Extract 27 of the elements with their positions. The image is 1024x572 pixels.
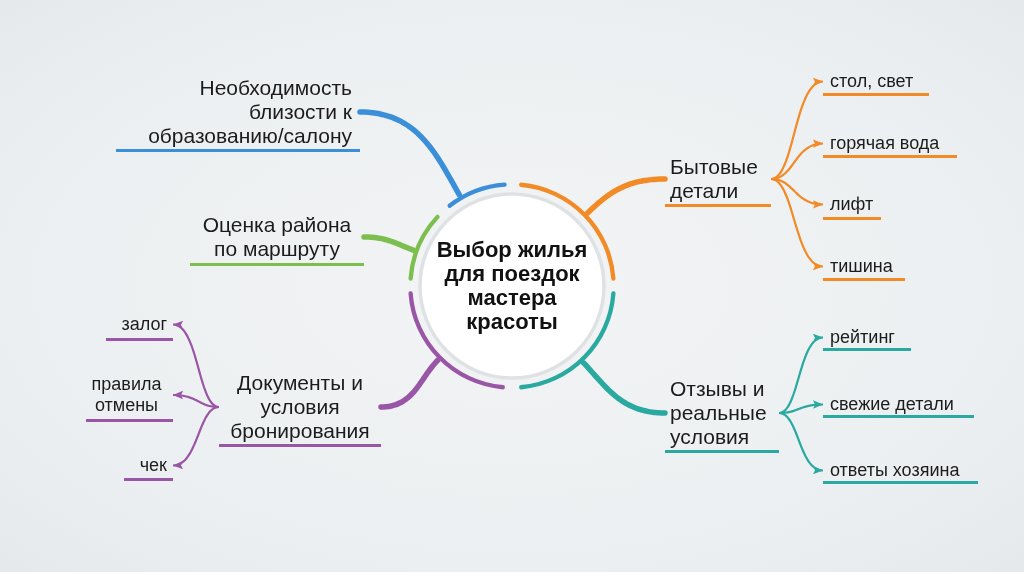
topic-label: Бытовые детали	[665, 155, 771, 207]
subtopic-label: правила отмены	[86, 374, 173, 422]
branch-connector	[580, 360, 668, 416]
subtopic-label: рейтинг	[823, 327, 911, 351]
arrow	[778, 333, 824, 415]
branch-connector	[357, 109, 463, 198]
topic-label: Документы и условия бронирования	[219, 371, 381, 447]
arrow	[770, 77, 824, 181]
topic-label: Отзывы и реальные условия	[665, 377, 779, 453]
subtopic-label: залог	[106, 314, 173, 341]
topic-label: Оценка района по маршруту	[190, 213, 364, 266]
subtopic-label: чек	[124, 455, 173, 481]
subtopic-label: стол, свет	[823, 71, 929, 96]
arrow	[172, 320, 220, 409]
subtopic-label: ответы хозяина	[823, 460, 978, 484]
arrow	[778, 411, 824, 475]
topic-label: Необходимость близости к образованию/салону	[116, 76, 360, 152]
arrow	[172, 405, 220, 470]
arrow	[770, 177, 824, 271]
subtopic-label: лифт	[823, 194, 881, 220]
subtopic-label: горячая вода	[823, 133, 957, 158]
branch-connector	[361, 234, 417, 253]
central-topic-text: Выбор жилья для поездок мастера красоты	[435, 238, 589, 334]
branch-connector	[584, 176, 668, 216]
branch-connector	[378, 357, 441, 410]
subtopic-label: свежие детали	[823, 394, 974, 418]
subtopic-label: тишина	[823, 256, 905, 281]
